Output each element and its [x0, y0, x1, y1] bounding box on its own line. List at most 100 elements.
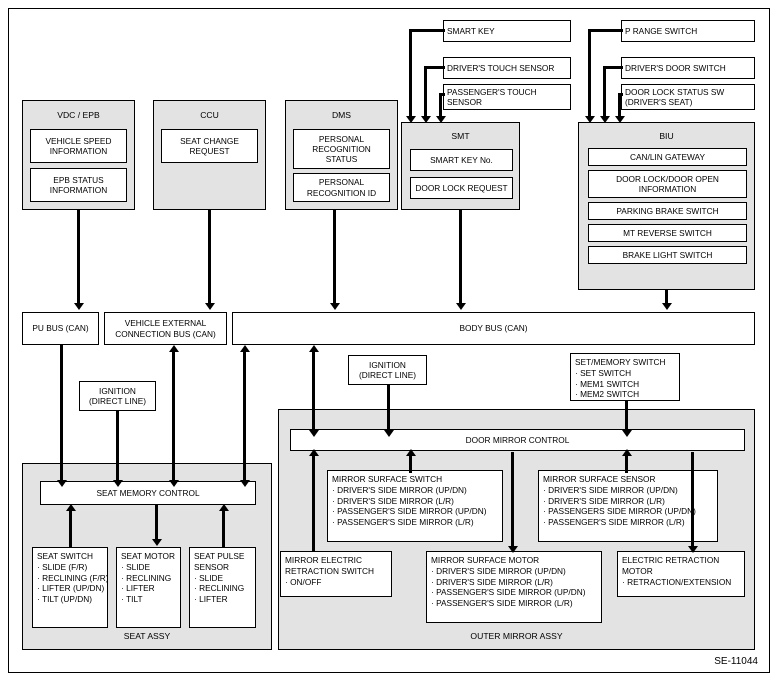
- unit-dms-item-0-label: PERSONAL RECOGNITION STATUS: [312, 133, 371, 165]
- bus-pu: PU BUS (CAN): [22, 312, 99, 345]
- seat-switch-header: SEAT SWITCH: [37, 551, 93, 561]
- arrowhead-seatswitch-to-control: [65, 504, 76, 511]
- mirror-electric-retraction-switch-box: MIRROR ELECTRIC RETRACTION SWITCH ON/OFF: [280, 551, 392, 597]
- unit-dms: DMS PERSONAL RECOGNITION STATUS PERSONAL…: [285, 100, 398, 210]
- unit-biu-item-2-label: PARKING BRAKE SWITCH: [616, 205, 719, 216]
- mirror-surface-motor-item-2: PASSENGER'S SIDE MIRROR (UP/DN): [431, 587, 597, 598]
- arrowhead-bodybus-to-mirror-down: [308, 430, 319, 437]
- connector-smart-key-v: [409, 29, 413, 118]
- arrowhead-smt-to-bodybus: [455, 303, 466, 310]
- unit-vdc-epb: VDC / EPB VEHICLE SPEED INFORMATION EPB …: [22, 100, 135, 210]
- arrowhead-pubus-to-seat: [56, 480, 67, 487]
- unit-biu-item-3-label: MT REVERSE SWITCH: [623, 227, 712, 238]
- seat-assy: SEAT ASSY SEAT MEMORY CONTROL SEAT SWITC…: [22, 463, 272, 650]
- seat-switch-list: SLIDE (F/R) RECLINING (F/R) LIFTER (UP/D…: [37, 562, 108, 605]
- seat-switch-item-3: TILT (UP/DN): [37, 594, 103, 605]
- mirror-surface-sensor-item-3: PASSENGER'S SIDE MIRROR (L/R): [543, 517, 713, 528]
- unit-ccu-title: CCU: [200, 110, 219, 120]
- arrowhead-ignition-to-seat: [112, 480, 123, 487]
- connector-drivers-touch-v: [424, 66, 428, 118]
- unit-biu-item-1: DOOR LOCK/DOOR OPEN INFORMATION: [588, 170, 747, 198]
- input-box-drivers-touch-sensor-label: DRIVER'S TOUCH SENSOR: [447, 62, 555, 73]
- arrowhead-vebus-to-seat-down: [168, 480, 179, 487]
- connector-control-to-surfacemotor: [511, 452, 515, 548]
- mirror-surface-motor-item-0: DRIVER'S SIDE MIRROR (UP/DN): [431, 566, 597, 577]
- input-box-p-range-switch-label: P RANGE SWITCH: [625, 25, 698, 36]
- seat-pulse-sensor-list: SLIDE RECLINING LIFTER: [194, 573, 251, 605]
- mirror-surface-motor-list: DRIVER'S SIDE MIRROR (UP/DN) DRIVER'S SI…: [431, 566, 597, 609]
- seat-switch-item-0: SLIDE (F/R): [37, 562, 103, 573]
- seat-memory-control-label: SEAT MEMORY CONTROL: [96, 487, 200, 498]
- connector-retractionswitch-to-control: [312, 455, 316, 552]
- seat-switch-box: SEAT SWITCH SLIDE (F/R) RECLINING (F/R) …: [32, 547, 108, 628]
- input-box-drivers-door-switch: DRIVER'S DOOR SWITCH: [621, 57, 755, 79]
- connector-seatswitch-to-control: [69, 510, 73, 548]
- connector-biu-to-bodybus: [665, 290, 669, 305]
- outer-mirror-assy: OUTER MIRROR ASSY DOOR MIRROR CONTROL MI…: [278, 409, 755, 650]
- arrowhead-biu-to-bodybus: [661, 303, 672, 310]
- arrowhead-surfaceswitch-to-control: [405, 449, 416, 456]
- connector-ignition-to-mirror: [387, 385, 391, 432]
- input-box-smart-key: SMART KEY: [443, 20, 571, 42]
- connector-drivers-touch-h: [424, 66, 445, 70]
- unit-smt-item-1: DOOR LOCK REQUEST: [410, 177, 513, 199]
- connector-drivers-door-h: [603, 66, 623, 70]
- connector-bodybus-to-seat: [243, 350, 247, 482]
- unit-biu-item-3: MT REVERSE SWITCH: [588, 224, 747, 242]
- connector-seatpulse-to-control: [222, 510, 226, 548]
- unit-smt-title: SMT: [451, 131, 470, 141]
- seat-motor-list: SLIDE RECLINING LIFTER TILT: [121, 562, 176, 605]
- mirror-surface-switch-list: DRIVER'S SIDE MIRROR (UP/DN) DRIVER'S SI…: [332, 485, 498, 528]
- ignition-direct-line-seat: IGNITION (DIRECT LINE): [79, 381, 156, 411]
- mirror-surface-switch-header: MIRROR SURFACE SWITCH: [332, 474, 443, 484]
- unit-vdc-epb-item-1: EPB STATUS INFORMATION: [30, 168, 127, 202]
- seat-motor-item-1: RECLINING: [121, 573, 176, 584]
- seat-motor-item-2: LIFTER: [121, 583, 176, 594]
- set-memory-switch-item-2: MEM2 SWITCH: [575, 389, 675, 400]
- bus-body: BODY BUS (CAN): [232, 312, 755, 345]
- connector-drivers-door-v: [603, 66, 607, 118]
- mirror-surface-motor-header: MIRROR SURFACE MOTOR: [431, 555, 540, 565]
- seat-pulse-sensor-header: SEAT PULSE SENSOR: [194, 551, 245, 572]
- mirror-electric-retraction-switch-item-0: ON/OFF: [285, 577, 387, 588]
- set-memory-switch-box: SET/MEMORY SWITCH SET SWITCH MEM1 SWITCH…: [570, 353, 680, 401]
- door-mirror-control: DOOR MIRROR CONTROL: [290, 429, 745, 451]
- input-box-p-range-switch: P RANGE SWITCH: [621, 20, 755, 42]
- unit-smt-item-0: SMART KEY No.: [410, 149, 513, 171]
- arrowhead-setmemory-to-mirror: [621, 430, 632, 437]
- seat-assy-label: SEAT ASSY: [123, 630, 171, 641]
- electric-retraction-motor-item-0: RETRACTION/EXTENSION: [622, 577, 740, 588]
- unit-biu-title: BIU: [659, 131, 674, 141]
- mirror-surface-switch-item-3: PASSENGER'S SIDE MIRROR (L/R): [332, 517, 498, 528]
- arrowhead-bodybus-to-mirror-up: [308, 345, 319, 352]
- unit-ccu-item-0-label: SEAT CHANGE REQUEST: [180, 135, 239, 156]
- seat-switch-item-2: LIFTER (UP/DN): [37, 583, 104, 594]
- bus-vehicle-external-label: VEHICLE EXTERNAL CONNECTION BUS (CAN): [115, 318, 216, 339]
- seat-pulse-sensor-item-1: RECLINING: [194, 583, 251, 594]
- connector-dms-to-bodybus: [333, 210, 337, 305]
- mirror-electric-retraction-switch-header: MIRROR ELECTRIC RETRACTION SWITCH: [285, 555, 374, 576]
- seat-motor-header: SEAT MOTOR: [121, 551, 175, 561]
- input-box-door-lock-status-sw-label: DOOR LOCK STATUS SW (DRIVER'S SEAT): [625, 87, 725, 108]
- connector-surfacesensor-to-control: [625, 455, 629, 473]
- input-box-passengers-touch-sensor: PASSENGER'S TOUCH SENSOR: [443, 84, 571, 110]
- unit-vdc-epb-item-1-label: EPB STATUS INFORMATION: [49, 174, 108, 195]
- arrowhead-surfacesensor-to-control: [621, 449, 632, 456]
- ignition-direct-line-mirror: IGNITION (DIRECT LINE): [348, 355, 427, 385]
- mirror-surface-switch-item-1: DRIVER'S SIDE MIRROR (L/R): [332, 496, 498, 507]
- mirror-surface-motor-item-1: DRIVER'S SIDE MIRROR (L/R): [431, 577, 597, 588]
- unit-biu-item-1-label: DOOR LOCK/DOOR OPEN INFORMATION: [616, 173, 719, 194]
- connector-p-range-v: [588, 29, 592, 118]
- connector-smt-to-bodybus: [459, 210, 463, 305]
- set-memory-switch-list: SET SWITCH MEM1 SWITCH MEM2 SWITCH: [575, 368, 675, 400]
- mirror-surface-switch-item-0: DRIVER'S SIDE MIRROR (UP/DN): [332, 485, 498, 496]
- bus-pu-label: PU BUS (CAN): [32, 323, 89, 334]
- electric-retraction-motor-header: ELECTRIC RETRACTION MOTOR: [622, 555, 720, 576]
- unit-dms-item-1: PERSONAL RECOGNITION ID: [293, 173, 390, 202]
- set-memory-switch-item-0: SET SWITCH: [575, 368, 675, 379]
- arrowhead-retractionswitch-to-control: [308, 449, 319, 456]
- mirror-surface-switch-item-2: PASSENGER'S SIDE MIRROR (UP/DN): [332, 506, 498, 517]
- mirror-surface-motor-box: MIRROR SURFACE MOTOR DRIVER'S SIDE MIRRO…: [426, 551, 602, 623]
- mirror-surface-sensor-header: MIRROR SURFACE SENSOR: [543, 474, 656, 484]
- mirror-surface-sensor-item-0: DRIVER'S SIDE MIRROR (UP/DN): [543, 485, 713, 496]
